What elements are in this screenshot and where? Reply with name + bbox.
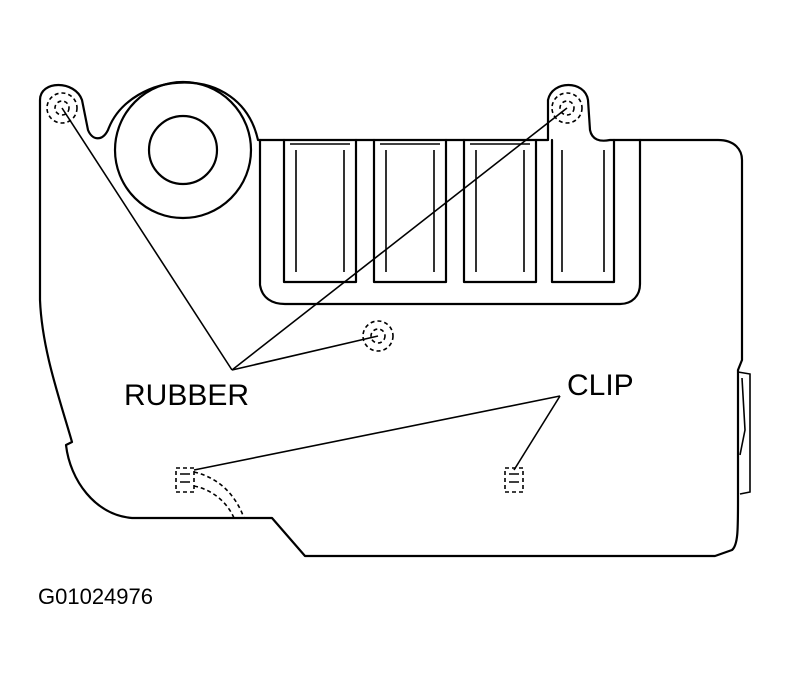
rib bbox=[282, 138, 358, 284]
rib bbox=[372, 138, 448, 284]
oil-filler-cap bbox=[147, 114, 219, 186]
right-bracket bbox=[737, 371, 751, 495]
rubber-mount-right bbox=[551, 92, 583, 124]
rubber-label: RUBBER bbox=[124, 379, 249, 412]
rubber-mount-left bbox=[46, 92, 78, 124]
rib-group bbox=[282, 138, 616, 284]
rubber-mount-center bbox=[362, 320, 394, 352]
clip-right bbox=[504, 467, 524, 493]
clip-label: CLIP bbox=[567, 369, 634, 402]
rib bbox=[561, 150, 605, 272]
rubber-leaders bbox=[61, 107, 568, 371]
rib bbox=[462, 138, 538, 284]
rib bbox=[470, 143, 530, 272]
channel-recess bbox=[258, 138, 642, 306]
clip-leaders bbox=[193, 395, 561, 471]
clip-left bbox=[175, 467, 195, 493]
oil-filler-ring bbox=[113, 80, 253, 220]
hidden-hose bbox=[193, 471, 245, 519]
rib bbox=[380, 143, 440, 272]
figure-code: G01024976 bbox=[38, 584, 153, 609]
hidden-hose bbox=[193, 485, 235, 519]
right-bracket-inner bbox=[739, 377, 746, 456]
rib bbox=[290, 143, 350, 272]
rib bbox=[550, 138, 616, 284]
cover-outline bbox=[38, 81, 744, 558]
